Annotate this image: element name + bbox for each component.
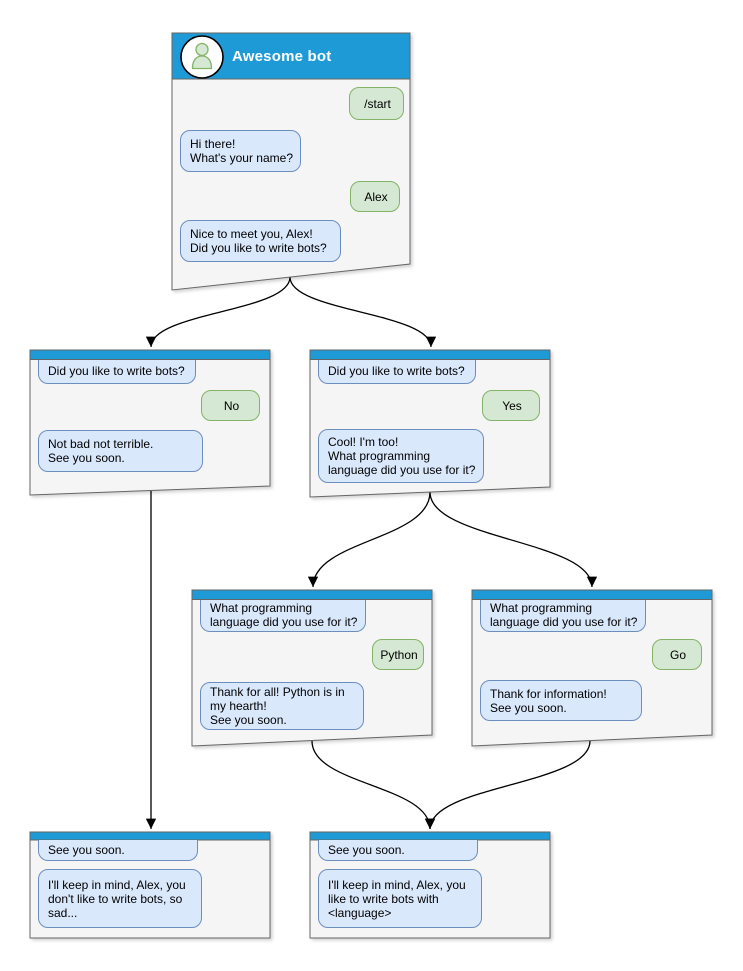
bot-message-bubble: See you soon.	[38, 840, 198, 861]
bot-message-bubble: What programming language did you use fo…	[200, 599, 366, 632]
chat-window-title: Awesome bot	[232, 47, 332, 65]
user-message-bubble: /start	[349, 87, 404, 120]
connector-root-to-yes	[289, 276, 437, 348]
bot-message-bubble: See you soon.	[318, 840, 478, 861]
bot-message-bubble: Hi there! What's your name?	[180, 130, 301, 172]
connectors	[145, 276, 598, 830]
bot-message-bubble: Did you like to write bots?	[318, 359, 476, 384]
person-avatar-icon	[180, 35, 224, 79]
chat-window-end-yes: See you soon. I'll keep in mind, Alex, y…	[310, 832, 550, 938]
bot-message-bubble: Did you like to write bots?	[38, 359, 196, 384]
connector-yes-to-go	[429, 491, 598, 588]
bot-message-bubble: I'll keep in mind, Alex, you don't like …	[38, 869, 202, 928]
user-message-bubble: Yes	[482, 390, 540, 421]
bot-message-bubble: Cool! I'm too! What programming language…	[318, 429, 484, 483]
bot-message-bubble: What programming language did you use fo…	[480, 599, 646, 632]
bot-message-bubble: Thank for all! Python is in my hearth! S…	[200, 682, 364, 730]
connector-python-to-end	[311, 740, 436, 830]
bot-message-bubble: Thank for information! See you soon.	[480, 680, 642, 721]
bot-message-bubble: Nice to meet you, Alex! Did you like to …	[180, 220, 341, 262]
bot-message-bubble: I'll keep in mind, Alex, you like to wri…	[318, 869, 482, 928]
user-message-bubble: Python	[372, 639, 424, 670]
connector-root-to-no	[145, 276, 291, 348]
chat-window-branch-yes: Did you like to write bots? Yes Cool! I'…	[310, 350, 550, 497]
chat-window-branch-go: What programming language did you use fo…	[472, 590, 712, 746]
connector-go-to-end	[424, 740, 591, 830]
chat-window-end-no: See you soon. I'll keep in mind, Alex, y…	[30, 832, 270, 938]
chat-window-branch-python: What programming language did you use fo…	[192, 590, 432, 746]
user-message-bubble: Alex	[350, 181, 400, 212]
chat-window-branch-no: Did you like to write bots? No Not bad n…	[30, 350, 270, 495]
connector-yes-to-python	[307, 491, 431, 588]
user-message-bubble: No	[201, 390, 260, 421]
bot-message-bubble: Not bad not terrible. See you soon.	[38, 430, 203, 472]
chat-window-root: Awesome bot /start Hi there! What's your…	[172, 33, 410, 290]
user-message-bubble: Go	[652, 639, 702, 670]
